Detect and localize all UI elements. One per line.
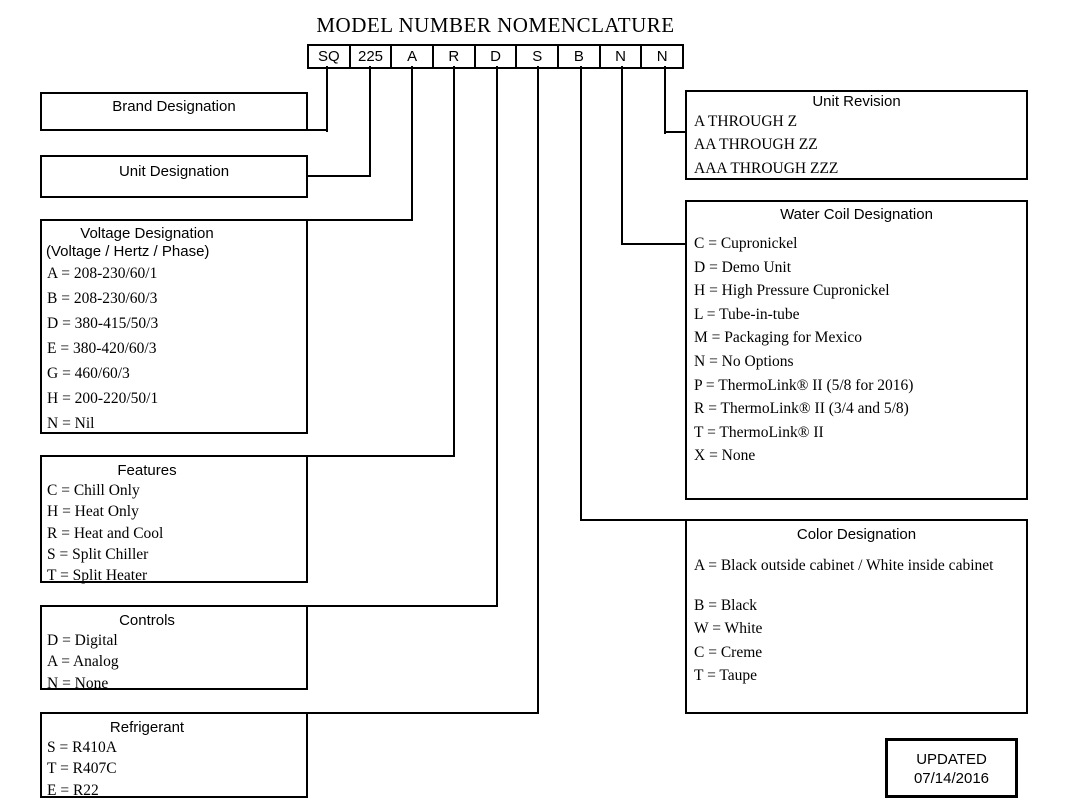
legend-item: E = R22	[47, 781, 99, 799]
legend-item: H = Heat Only	[47, 503, 139, 521]
legend-items: A = 208-230/60/1 B = 208-230/60/3 D = 38…	[42, 261, 306, 436]
voltage-designation-box: Voltage Designation (Voltage / Hertz / P…	[40, 219, 308, 434]
legend-item: N = Nil	[47, 415, 95, 432]
connector-refrigerant-horizontal	[306, 712, 539, 714]
legend-item: T = Split Heater	[47, 567, 148, 585]
legend-items: C = Chill Only H = Heat Only R = Heat an…	[42, 480, 306, 586]
model-number-strip: SQ 225 A R D S B N N	[307, 44, 684, 69]
legend-item: A THROUGH Z	[694, 113, 798, 130]
legend-item: D = Demo Unit	[694, 258, 791, 276]
connector-watercoil-horizontal	[621, 243, 687, 245]
model-segment-controls: D	[476, 46, 518, 67]
model-segment-brand: SQ	[309, 46, 351, 67]
legend-item: A = 208-230/60/1	[47, 265, 158, 282]
box-title: Water Coil Designation	[780, 206, 933, 223]
connector-controls-horizontal	[306, 605, 498, 607]
legend-items: S = R410A T = R407C E = R22	[42, 737, 306, 801]
legend-item: D = 380-415/50/3	[47, 315, 159, 332]
connector-voltage-vertical	[411, 66, 413, 221]
legend-item: S = R410A	[47, 739, 117, 756]
updated-stamp-box: UPDATED 07/14/2016	[885, 738, 1018, 798]
connector-brand-horizontal	[306, 129, 328, 131]
legend-item: R = ThermoLink® II (3/4 and 5/8)	[694, 400, 909, 418]
page-title: MODEL NUMBER NOMENCLATURE	[316, 13, 675, 37]
legend-item: R = Heat and Cool	[47, 524, 164, 542]
legend-item: B = 208-230/60/3	[47, 290, 158, 307]
legend-item: D = Digital	[47, 632, 118, 649]
connector-color-horizontal	[580, 519, 687, 521]
updated-date: 07/14/2016	[913, 770, 990, 787]
connector-features-horizontal	[306, 455, 455, 457]
box-title: Controls	[119, 612, 175, 629]
model-segment-unit: 225	[351, 46, 393, 67]
legend-item: T = Taupe	[694, 667, 758, 685]
legend-item: AAA THROUGH ZZZ	[694, 159, 839, 177]
legend-item: T = ThermoLink® II	[694, 423, 824, 441]
controls-box: Controls D = Digital A = Analog N = None	[40, 605, 308, 692]
brand-designation-box: Brand Designation	[40, 92, 308, 131]
box-title: Color Designation	[796, 526, 917, 543]
legend-items: A THROUGH Z AA THROUGH ZZ AAA THROUGH ZZ…	[687, 110, 1026, 180]
box-title: Voltage Designation	[80, 225, 214, 242]
legend-item: C = Chill Only	[47, 482, 140, 499]
legend-item: W = White	[694, 620, 763, 638]
updated-label: UPDATED	[916, 751, 987, 768]
unit-revision-box: Unit Revision A THROUGH Z AA THROUGH ZZ …	[685, 90, 1028, 180]
unit-designation-box: Unit Designation	[40, 155, 308, 198]
connector-unit-vertical	[369, 66, 371, 177]
box-title: Refrigerant	[109, 719, 185, 736]
model-segment-features: R	[434, 46, 476, 67]
connector-refrigerant-vertical	[537, 66, 539, 714]
box-title: Features	[117, 462, 177, 479]
legend-item: H = 200-220/50/1	[47, 390, 159, 407]
legend-items: A = Black outside cabinet / White inside…	[687, 554, 1026, 688]
color-designation-box: Color Designation A = Black outside cabi…	[685, 519, 1028, 714]
box-title: Brand Designation	[112, 98, 236, 115]
legend-item: C = Cupronickel	[694, 235, 798, 252]
model-segment-voltage: A	[392, 46, 435, 67]
legend-item: H = High Pressure Cupronickel	[694, 282, 890, 300]
legend-item: S = Split Chiller	[47, 545, 149, 563]
model-segment-color: B	[559, 46, 601, 67]
connector-voltage-horizontal	[306, 219, 413, 221]
legend-item: AA THROUGH ZZ	[694, 136, 818, 154]
legend-item: L = Tube-in-tube	[694, 305, 800, 323]
connector-controls-vertical	[496, 66, 498, 607]
connector-watercoil-vertical	[621, 66, 623, 245]
legend-item: A = Black outside cabinet / White inside…	[694, 557, 994, 574]
legend-item: T = R407C	[47, 760, 117, 778]
legend-item: N = None	[47, 674, 109, 692]
legend-item: A = Analog	[47, 653, 119, 671]
legend-item: C = Creme	[694, 643, 763, 661]
refrigerant-box: Refrigerant S = R410A T = R407C E = R22	[40, 712, 308, 801]
legend-item: N = No Options	[694, 352, 794, 370]
water-coil-designation-box: Water Coil Designation C = Cupronickel D…	[685, 200, 1028, 500]
box-title: Unit Designation	[118, 163, 230, 180]
model-segment-refrigerant: S	[517, 46, 560, 67]
box-subtitle: (Voltage / Hertz / Phase)	[46, 243, 210, 260]
legend-item: M = Packaging for Mexico	[694, 329, 863, 347]
legend-item: E = 380-420/60/3	[47, 340, 157, 357]
legend-item: G = 460/60/3	[47, 365, 130, 382]
legend-items: C = Cupronickel D = Demo Unit H = High P…	[687, 232, 1026, 468]
model-segment-watercoil: N	[601, 46, 643, 67]
connector-unit-horizontal	[306, 175, 371, 177]
box-title: Unit Revision	[812, 93, 901, 110]
legend-item: P = ThermoLink® II (5/8 for 2016)	[694, 376, 914, 394]
model-segment-revision: N	[656, 48, 668, 65]
connector-features-vertical	[453, 66, 455, 457]
legend-item: B = Black	[694, 596, 757, 614]
features-box: Features C = Chill Only H = Heat Only R …	[40, 455, 308, 586]
connector-revision-horizontal	[664, 131, 687, 133]
legend-items: D = Digital A = Analog N = None	[42, 630, 306, 694]
connector-brand-vertical	[326, 66, 328, 132]
connector-revision-vertical	[664, 66, 666, 134]
connector-color-vertical	[580, 66, 582, 521]
legend-item: X = None	[694, 447, 756, 465]
